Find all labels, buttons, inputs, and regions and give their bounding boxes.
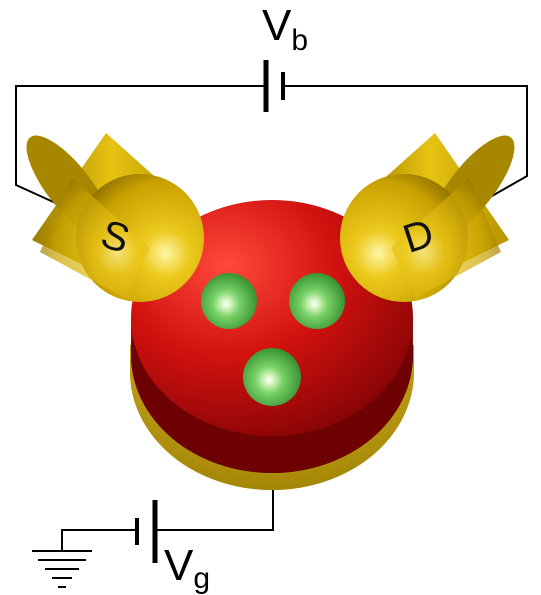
source-electrode: S [26, 133, 204, 302]
quantum-dot-3 [243, 348, 301, 406]
gate-voltage-label: Vg [164, 541, 210, 595]
quantum-dots [201, 273, 345, 406]
drain-electrode: D [340, 133, 515, 302]
bias-voltage-symbol: V [262, 1, 292, 50]
bias-voltage-label: Vb [262, 1, 308, 57]
bias-voltage-subscript: b [291, 24, 308, 57]
bias-wire-right [283, 85, 528, 201]
bias-wire-left [15, 85, 266, 206]
gate-wire-left [61, 529, 137, 550]
gate-voltage-symbol: V [164, 541, 194, 590]
ground-symbol [32, 550, 92, 588]
quantum-dot-2 [289, 273, 345, 329]
quantum-dot-1 [201, 273, 257, 329]
gate-wire-right [155, 490, 274, 531]
gate-circuit [32, 490, 274, 588]
bias-circuit [15, 60, 528, 206]
gate-voltage-subscript: g [193, 562, 210, 595]
